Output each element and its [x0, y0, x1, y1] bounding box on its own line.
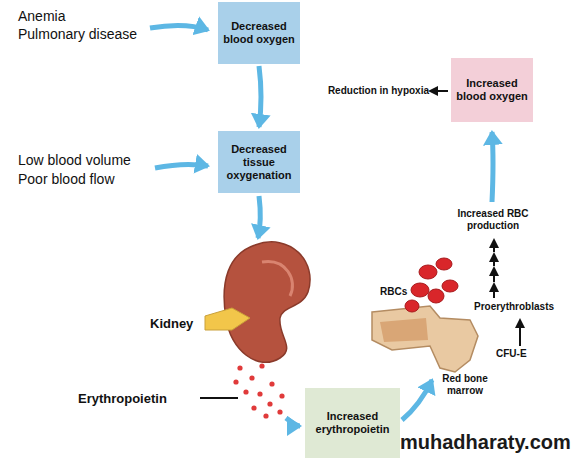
kidney-highlight	[262, 262, 292, 296]
lineage-arrow	[493, 284, 495, 298]
cause-label: Anemia	[18, 8, 168, 25]
rbc-cells	[405, 258, 458, 312]
process-box: Decreased tissue oxygenation	[218, 131, 300, 193]
flow-arrow	[402, 380, 432, 420]
part-label: Kidney	[150, 316, 210, 332]
hormone-dots	[233, 363, 284, 418]
node-text: Decreased blood oxygen	[221, 20, 297, 46]
node-text: Increased blood oxygen	[454, 77, 530, 103]
bone-marrow-illustration	[372, 306, 478, 372]
cause-label: Low blood volume	[18, 152, 168, 169]
cause-label: Pulmonary disease	[18, 26, 168, 43]
stage-label: CFU-E	[496, 348, 556, 360]
input-arrow	[150, 25, 208, 30]
part-label: Red bone marrow	[436, 373, 494, 397]
part-label: Erythropoietin	[78, 391, 200, 407]
part-label: RBCs	[380, 286, 420, 298]
stage-label: Increased RBC production	[450, 208, 536, 232]
lineage-arrow	[493, 268, 495, 282]
node-text: Decreased tissue oxygenation	[221, 143, 297, 182]
process-box: Increased erythropoietin	[305, 388, 400, 458]
flow-arrow	[286, 418, 300, 426]
outcome-label: Reduction in hypoxia	[325, 85, 429, 97]
flow-arrow	[259, 66, 261, 127]
input-arrow	[155, 164, 208, 168]
flow-arrow	[258, 196, 260, 238]
stage-label: Proerythroblasts	[474, 301, 574, 313]
leader-line	[200, 397, 238, 399]
watermark: muhadharaty.com	[400, 430, 577, 454]
cause-label: Poor blood flow	[18, 171, 168, 188]
kidney-illustration	[224, 242, 310, 362]
lineage-arrow	[493, 254, 495, 266]
bone-marrow-inner	[380, 318, 428, 342]
lineage-arrow	[519, 320, 521, 346]
adrenal-gland	[205, 308, 250, 330]
result-box: Increased blood oxygen	[451, 58, 533, 122]
node-text: Increased erythropoietin	[308, 410, 397, 436]
lineage-arrow	[493, 240, 495, 252]
flow-arrow	[492, 132, 493, 202]
pointer-arrow	[430, 90, 448, 92]
process-box: Decreased blood oxygen	[218, 2, 300, 64]
